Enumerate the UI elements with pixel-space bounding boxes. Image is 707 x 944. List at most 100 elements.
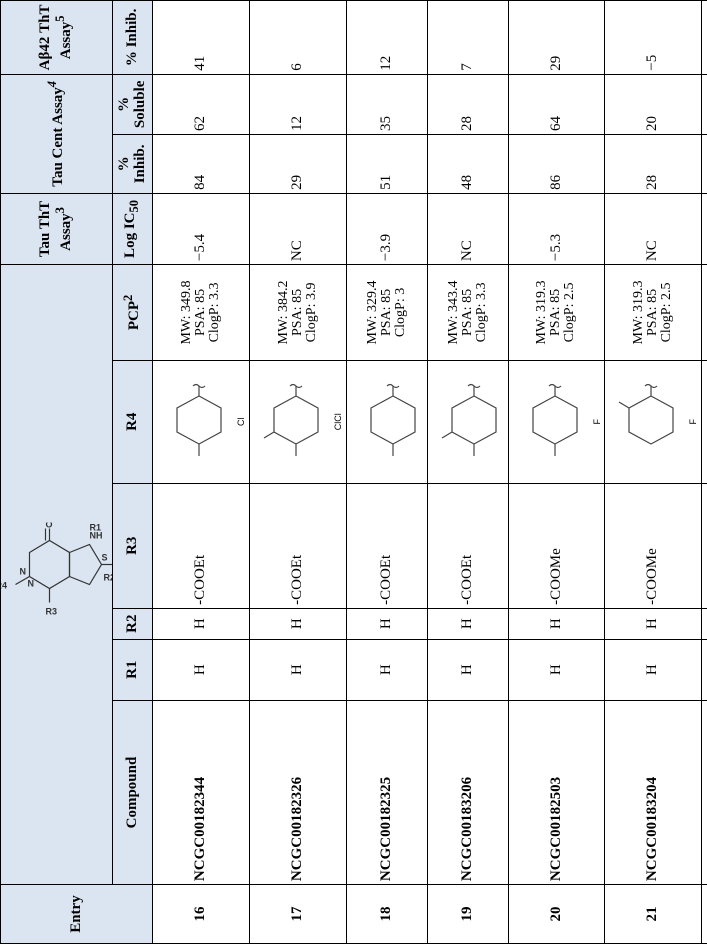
r1-cell: H <box>604 639 702 701</box>
header-abeta: Aβ42 ThT Assay5 <box>0 0 113 75</box>
abeta-value: 12 <box>377 55 394 71</box>
header-pcp: PCP2 <box>112 264 153 361</box>
compound-id: NCGC00182325 <box>377 776 394 882</box>
4-chlorophenyl-icon <box>153 364 233 480</box>
r3-cell: -COOEt <box>152 483 250 609</box>
r2-value: H <box>547 618 564 630</box>
pcp-clogp: ClogP: 2.5 <box>659 282 675 343</box>
pct-inhib-cell: 51 <box>346 134 427 194</box>
header-r4: R4 <box>112 360 153 484</box>
r2-cell: H <box>427 608 508 640</box>
compound-id: NCGC00182326 <box>288 776 305 882</box>
logic50-cell: NC <box>604 193 702 265</box>
r2-cell: H <box>346 608 427 640</box>
abeta-cell: 29 <box>508 0 605 75</box>
header-tau-cent-sup: 4 <box>45 80 60 88</box>
entry-value: 20 <box>547 906 564 922</box>
entry-value: 21 <box>644 906 661 922</box>
r4-cell: Cl <box>152 360 250 484</box>
pct-inhib-cell: 29 <box>249 134 346 194</box>
scaffold-r3-label: R3 <box>45 606 57 616</box>
logic50-value: −5.4 <box>192 233 208 262</box>
logic50-value: −5.3 <box>547 233 564 262</box>
header-tau-cent: Tau Cent Assay4 <box>0 74 113 194</box>
r3-value: -COOMe <box>644 548 661 605</box>
pct-soluble-cell: 12 <box>249 74 346 135</box>
pcp-clogp: ClogP: 2.5 <box>562 282 578 343</box>
scaffold-r1-label: R1 <box>89 522 101 532</box>
r1-value: H <box>458 664 475 676</box>
table-row: 22NCGC00182343HH-COOMe F₃CMW: 369.3PSA: … <box>701 0 707 944</box>
r1-cell: H <box>508 639 605 701</box>
compound-cell: NCGC00182325 <box>346 700 427 885</box>
r4-cell: F <box>508 360 605 484</box>
entry-cell: 16 <box>152 884 250 944</box>
abeta-cell: −5 <box>604 0 702 75</box>
r1-cell: H <box>427 639 508 701</box>
pcp-psa: PSA: 85 <box>459 288 475 336</box>
r4-atom-label: F <box>591 419 602 425</box>
entry-cell: 22 <box>701 884 707 944</box>
logic50-cell: −3.9 <box>346 193 427 265</box>
r2-value: H <box>192 618 208 630</box>
header-compound: Compound <box>112 700 153 885</box>
3-4-dichlorophenyl-icon <box>250 364 330 480</box>
header-abeta-inhib-label: % Inhib. <box>123 8 140 67</box>
pct-inhib-cell: 66 <box>701 134 707 194</box>
pcp-psa: PSA: 85 <box>192 288 208 336</box>
r1-cell: H <box>152 639 250 701</box>
pct-soluble-cell: 28 <box>427 74 508 135</box>
header-entry: Entry <box>0 884 153 944</box>
pct-soluble-cell: 41 <box>701 74 707 135</box>
logic50-cell: NC <box>427 193 508 265</box>
entry-cell: 18 <box>346 884 427 944</box>
4-fluorophenyl-icon <box>509 364 589 480</box>
logic50-value: −3.9 <box>377 233 394 262</box>
r4-cell <box>346 360 427 484</box>
r3-cell: -COOEt <box>427 483 508 609</box>
entry-cell: 19 <box>427 884 508 944</box>
r1-cell: H <box>346 639 427 701</box>
r3-cell: -COOMe <box>604 483 702 609</box>
header-abeta-label: Aβ42 ThT Assay <box>37 4 74 71</box>
compound-cell: NCGC00183204 <box>604 700 702 885</box>
3-4-dimethylphenyl-icon <box>428 364 508 480</box>
abeta-value: 29 <box>547 55 564 71</box>
r1-value: H <box>288 664 305 676</box>
r3-cell: -COOMe <box>508 483 605 609</box>
compound-cell: NCGC00182344 <box>152 700 250 885</box>
r4-atom-label: F <box>688 419 699 425</box>
abeta-cell: 7 <box>427 0 508 75</box>
header-compound-label: Compound <box>123 756 140 829</box>
r4-cell: F₃C <box>701 360 707 484</box>
pct-inhib-cell: 86 <box>508 134 605 194</box>
scaffold-o-label: O <box>45 522 52 529</box>
r3-value: -COOMe <box>547 548 564 605</box>
pct-soluble-value: 28 <box>458 115 475 131</box>
r2-value: H <box>288 618 305 630</box>
r4-cell: ClCl <box>249 360 346 484</box>
header-pct-soluble-label: % Soluble <box>115 80 148 129</box>
r4-atom-label: Cl <box>236 417 246 427</box>
4-methylphenyl-icon <box>347 364 427 480</box>
3-trifluoromethylphenyl-icon <box>702 364 707 480</box>
pct-inhib-cell: 84 <box>152 134 250 194</box>
pcp-mw: MW: 349.8 <box>178 280 194 345</box>
entry-cell: 21 <box>604 884 702 944</box>
r2-value: H <box>644 618 661 630</box>
pct-inhib-value: 28 <box>644 174 661 190</box>
r3-cell: -COOEt <box>249 483 346 609</box>
r3-value: -COOEt <box>192 554 208 605</box>
header-abeta-sup: 5 <box>53 15 67 22</box>
entry-cell: 17 <box>249 884 346 944</box>
pcp-psa: PSA: 85 <box>289 288 305 336</box>
